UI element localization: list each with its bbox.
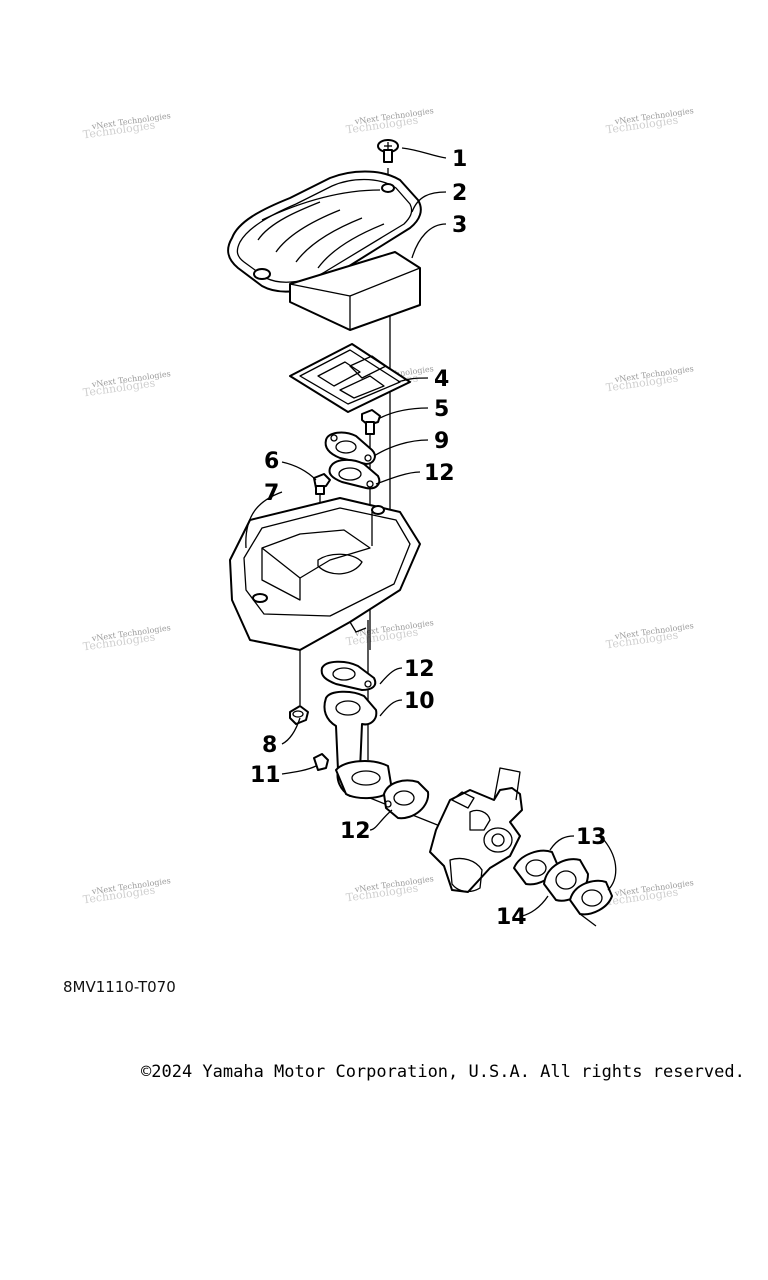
watermark: Technologies vNext Technologies [605,878,694,908]
callout-14: 14 [496,905,527,930]
part-gasket-12-lower [320,660,377,691]
part-screw-1 [377,139,399,163]
part-carburetor [429,767,523,893]
callout-8: 8 [262,733,277,758]
callout-9: 9 [434,429,449,454]
watermark: Technologies vNext Technologies [82,876,171,906]
part-air-cleaner-case-7 [229,497,421,651]
callout-2: 2 [452,181,467,206]
callout-12-side: 12 [340,819,371,844]
part-gasket-12-upper [328,458,381,490]
callout-12-lower: 12 [404,657,435,682]
callout-leaders [245,147,617,917]
exploded-parts-diagram: Technologies vNext Technologies Technolo… [82,106,694,930]
diagram-code: 8MV1110-T070 [63,978,176,996]
part-gasket-9 [324,431,376,465]
callout-10: 10 [404,689,435,714]
watermark: Technologies vNext Technologies [345,874,434,904]
callout-11: 11 [250,763,281,788]
callout-13: 13 [576,825,607,850]
part-gasket-12-side [383,779,430,820]
watermark: Technologies vNext Technologies [605,106,694,136]
part-gasket-13-right [569,879,613,927]
watermark: Technologies vNext Technologies [82,623,171,653]
callout-4: 4 [434,367,449,392]
part-air-cleaner-cover-2 [227,170,422,293]
callout-3: 3 [452,213,467,238]
part-plug-11 [313,753,329,771]
watermark: Technologies vNext Technologies [82,111,171,141]
part-filter-element-3 [289,251,421,331]
callout-5: 5 [434,397,449,422]
callout-1: 1 [452,147,467,172]
part-gasket-4 [289,343,411,413]
callout-12-upper: 12 [424,461,455,486]
part-bolt-5 [361,409,381,435]
part-screw-6 [313,473,331,495]
watermark: Technologies vNext Technologies [605,621,694,651]
watermark: Technologies vNext Technologies [345,618,434,648]
watermark: Technologies vNext Technologies [605,364,694,394]
copyright-notice: ©2024 Yamaha Motor Corporation, U.S.A. A… [141,1062,745,1082]
callout-6: 6 [264,449,279,474]
watermark: Technologies vNext Technologies [82,369,171,399]
part-plug-8 [289,705,309,725]
part-elbow-10 [323,690,393,800]
watermark: Technologies vNext Technologies [345,106,434,136]
callout-7: 7 [264,481,279,506]
callout-labels: 1 2 3 4 5 6 7 8 9 10 11 12 12 12 13 14 [250,147,607,930]
